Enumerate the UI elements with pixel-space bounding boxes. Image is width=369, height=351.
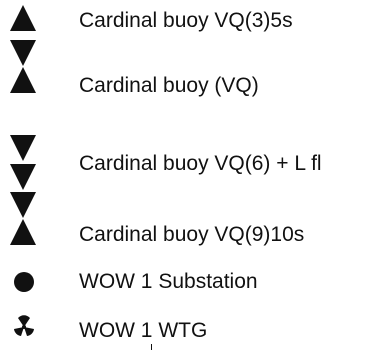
- triangle-up: [10, 219, 36, 245]
- triangle-down: [10, 40, 36, 66]
- legend-label-vq6-lfl: Cardinal buoy VQ(6) + L fl: [79, 152, 322, 175]
- legend-label-substation: WOW 1 Substation: [79, 270, 258, 293]
- legend-label-vq9: Cardinal buoy VQ(9)10s: [79, 223, 305, 246]
- substation-dot-icon: [14, 272, 34, 292]
- cardinal-vq9-icon: [10, 192, 36, 245]
- cardinal-vq3-icon: [10, 5, 36, 31]
- cardinal-vq6-lfl-icon: [10, 135, 36, 190]
- triangle-down: [10, 135, 36, 161]
- blade: [14, 327, 24, 336]
- triangle-down: [10, 164, 36, 190]
- crop-mark: [151, 344, 152, 350]
- triangle-up: [10, 67, 36, 93]
- blade: [24, 327, 34, 336]
- wtg-trefoil-icon: [14, 315, 34, 336]
- triangle-down: [10, 192, 36, 218]
- cardinal-vq-icon: [10, 40, 36, 93]
- blade: [18, 315, 30, 327]
- triangle-up: [10, 5, 36, 31]
- dot: [14, 272, 34, 292]
- legend-label-vq: Cardinal buoy (VQ): [79, 74, 259, 97]
- legend-label-vq3: Cardinal buoy VQ(3)5s: [79, 9, 293, 32]
- hub: [22, 325, 26, 329]
- legend-label-wtg: WOW 1 WTG: [79, 319, 208, 342]
